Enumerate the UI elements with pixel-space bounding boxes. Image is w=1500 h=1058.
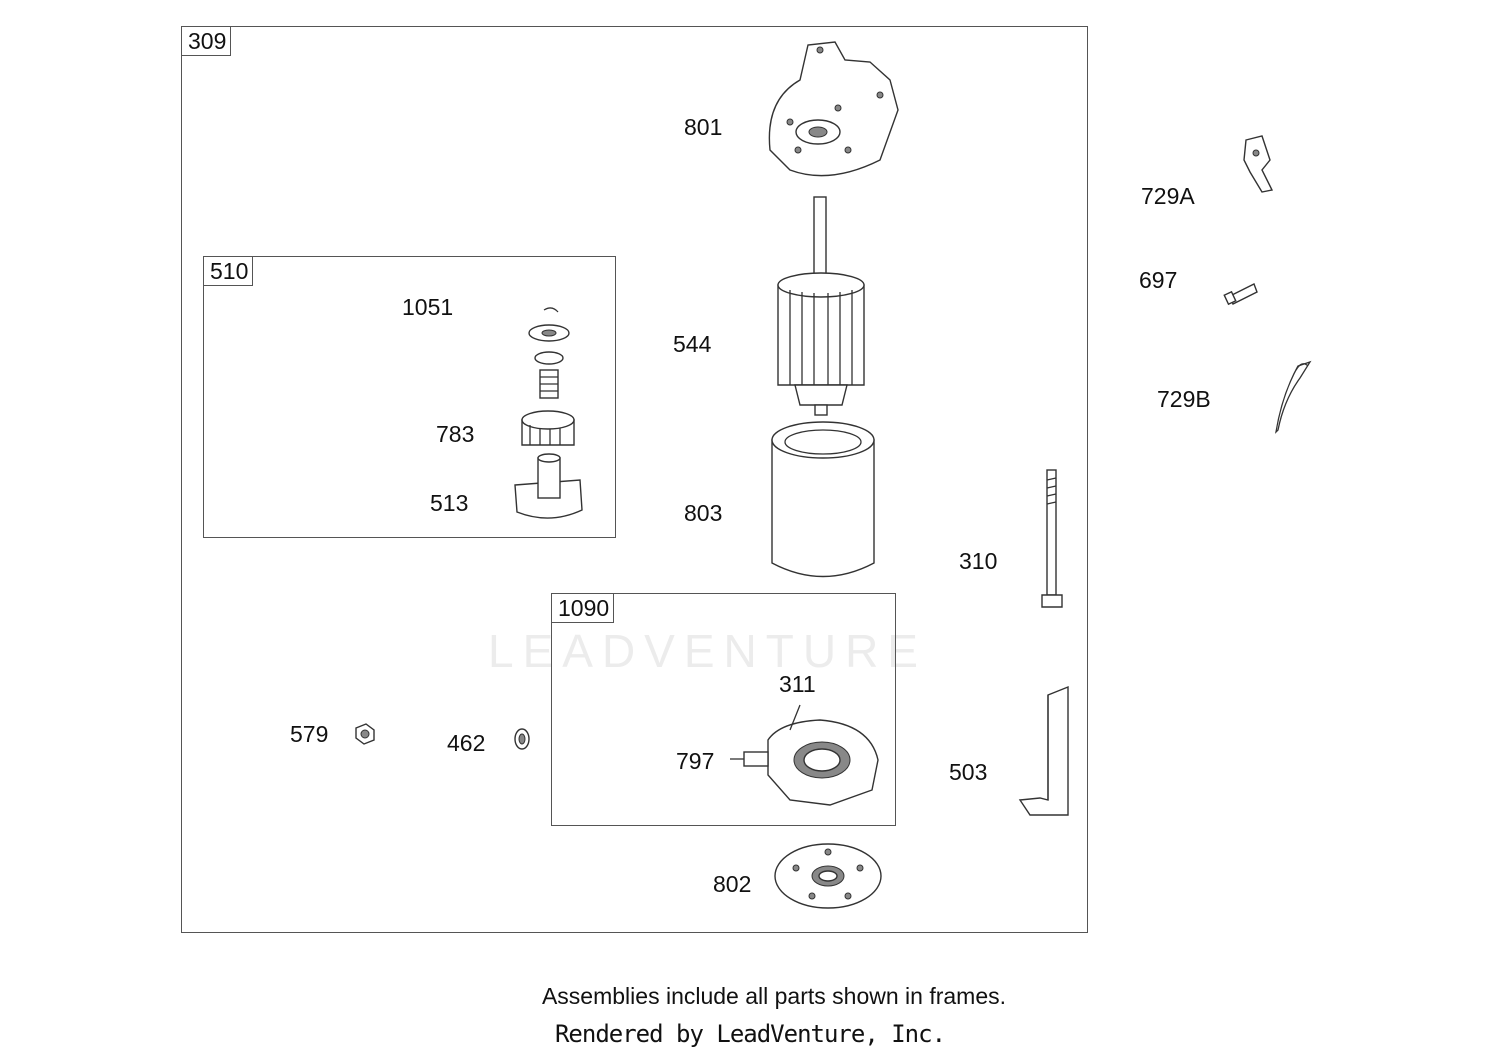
- callout-311[interactable]: 311: [779, 671, 816, 697]
- frame-309-label: 309: [182, 27, 232, 56]
- part-503-strap[interactable]: [1018, 685, 1069, 816]
- part-729a-clip[interactable]: [1243, 135, 1274, 193]
- part-310-through-bolt[interactable]: [1041, 469, 1063, 608]
- callout-310[interactable]: 310: [959, 548, 998, 574]
- part-729b-clip[interactable]: [1275, 360, 1312, 434]
- part-801-end-cap[interactable]: [768, 41, 899, 177]
- callout-729a[interactable]: 729A: [1141, 183, 1195, 209]
- part-579-nut[interactable]: [355, 723, 375, 745]
- frame-510-label: 510: [204, 257, 254, 286]
- part-797-terminal[interactable]: [730, 751, 769, 767]
- callout-697[interactable]: 697: [1139, 267, 1178, 293]
- callout-503[interactable]: 503: [949, 759, 988, 785]
- frame-309: 309: [181, 26, 1088, 933]
- callout-1051[interactable]: 1051: [402, 294, 454, 320]
- callout-462[interactable]: 462: [447, 730, 486, 756]
- frame-1090-label: 1090: [552, 594, 615, 623]
- part-513-drive-nut[interactable]: [514, 453, 583, 519]
- callout-797[interactable]: 797: [676, 748, 715, 774]
- frame-510: 510: [203, 256, 616, 538]
- part-803-housing[interactable]: [771, 421, 875, 578]
- frame-1090: 1090: [551, 593, 896, 826]
- callout-803[interactable]: 803: [684, 500, 723, 526]
- callout-544[interactable]: 544: [673, 331, 712, 357]
- part-783-pinion-gear[interactable]: [521, 410, 575, 446]
- callout-783[interactable]: 783: [436, 421, 475, 447]
- part-1051-retainer-stack[interactable]: [528, 307, 570, 399]
- part-802-end-cap[interactable]: [774, 843, 882, 909]
- render-credit: Rendered by LeadVenture, Inc.: [554, 1020, 946, 1048]
- assemblies-note: Assemblies include all parts shown in fr…: [541, 983, 1007, 1009]
- callout-801[interactable]: 801: [684, 114, 723, 140]
- callout-802[interactable]: 802: [713, 871, 752, 897]
- callout-579[interactable]: 579: [290, 721, 329, 747]
- watermark-text: LEADVENTURE: [488, 625, 927, 677]
- callout-729b[interactable]: 729B: [1157, 386, 1211, 412]
- part-697-screw[interactable]: [1223, 283, 1258, 306]
- part-311-brush-plate[interactable]: [767, 704, 879, 806]
- part-462-washer[interactable]: [514, 728, 530, 750]
- part-544-armature[interactable]: [777, 196, 865, 416]
- callout-513[interactable]: 513: [430, 490, 469, 516]
